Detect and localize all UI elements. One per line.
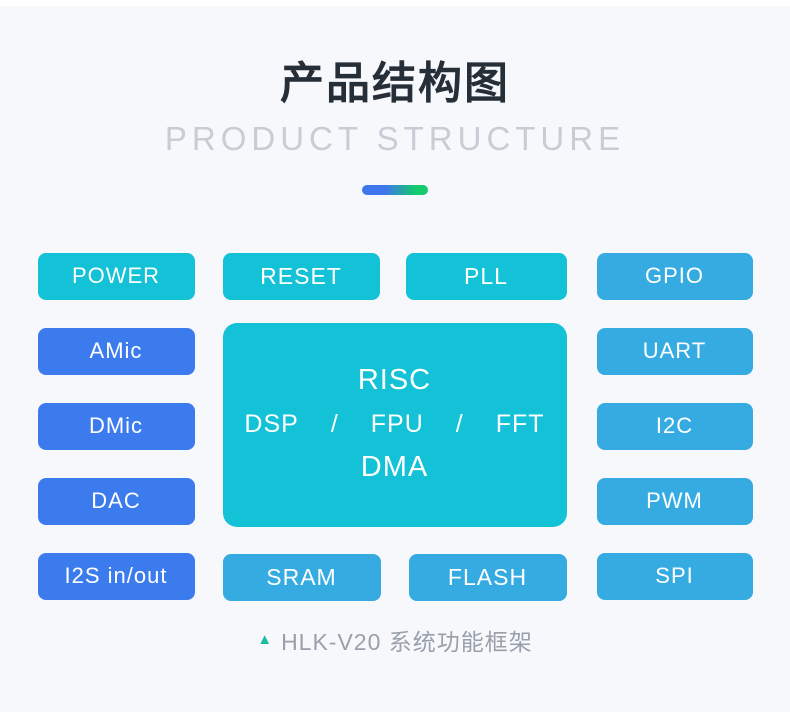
block-i2s: I2S in/out [37, 552, 195, 600]
core-dma-label: DMA [360, 451, 429, 484]
block-core-risc: RISC DSP / FPU / FFT DMA [222, 322, 567, 527]
core-dsp-label: DSP [244, 410, 299, 439]
center-column: RESET PLL RISC DSP / FPU / FFT DMA SRAM … [222, 252, 567, 601]
block-uart: UART [596, 327, 753, 375]
block-power: POWER [37, 252, 195, 300]
page-title: 产品结构图 [280, 59, 510, 108]
top-strip [0, 0, 790, 6]
block-flash: FLASH [408, 553, 567, 601]
block-spi: SPI [596, 552, 753, 600]
page-subtitle: PRODUCT STRUCTURE [164, 120, 626, 157]
gradient-divider [362, 184, 428, 195]
block-i2c: I2C [596, 402, 753, 450]
core-risc-label: RISC [357, 364, 432, 397]
block-sram: SRAM [222, 553, 381, 601]
core-dsp-fpu-fft-row: DSP / FPU / FFT [244, 410, 544, 439]
block-dac: DAC [37, 477, 195, 525]
block-amic: AMic [37, 327, 195, 375]
core-slash: / [330, 410, 339, 439]
right-column: GPIO UART I2C PWM SPI [596, 252, 753, 601]
block-pwm: PWM [596, 477, 753, 525]
block-dmic: DMic [37, 402, 195, 450]
page-header: 产品结构图 PRODUCT STRUCTURE [0, 6, 790, 195]
center-bottom-row: SRAM FLASH [222, 553, 567, 601]
triangle-marker-icon: ▲ [257, 631, 273, 649]
caption-text: HLK-V20 系统功能框架 [281, 628, 533, 655]
block-gpio: GPIO [596, 252, 753, 300]
core-fpu-label: FPU [370, 410, 424, 439]
center-top-row: RESET PLL [222, 252, 567, 300]
block-diagram: POWER AMic DMic DAC I2S in/out RESET PLL… [0, 252, 790, 601]
core-fft-label: FFT [495, 410, 545, 439]
diagram-caption: ▲ HLK-V20 系统功能框架 [0, 623, 790, 657]
core-slash: / [455, 410, 464, 439]
block-pll: PLL [405, 252, 567, 300]
left-column: POWER AMic DMic DAC I2S in/out [37, 252, 195, 601]
block-reset: RESET [222, 252, 380, 300]
